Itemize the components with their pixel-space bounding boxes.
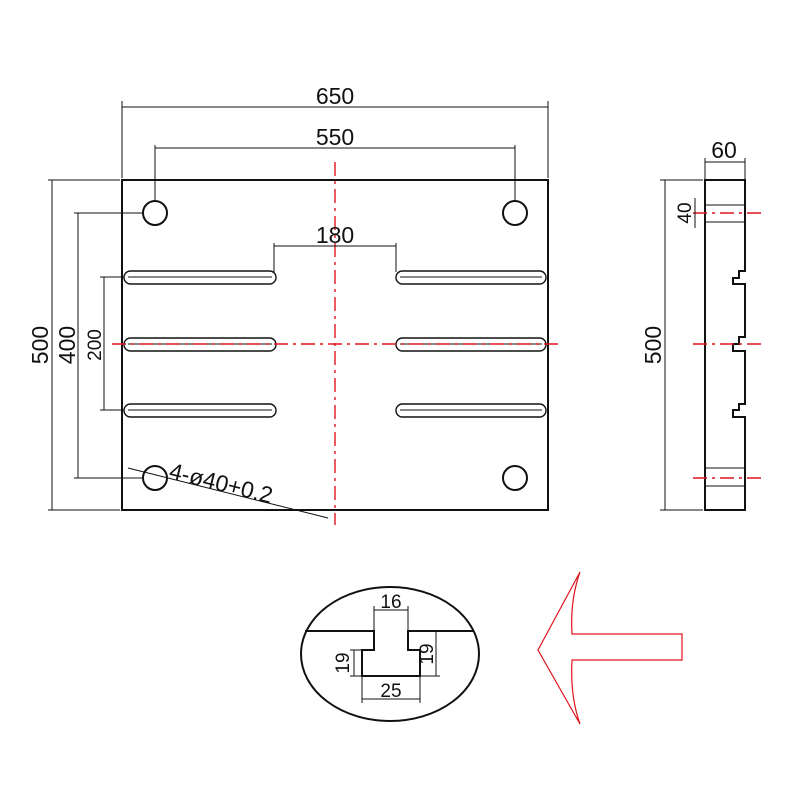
offset-label: 40 (675, 202, 696, 223)
detail-view: 16 19 19 25 (300, 571, 683, 725)
left-depth-label: 19 (333, 652, 354, 673)
detail-pointer-arrow (537, 571, 683, 725)
t-slot-profile (305, 630, 473, 677)
width-dimension-label: 650 (316, 83, 354, 109)
mounting-hole-top-left (142, 200, 168, 226)
mounting-hole-top-right (502, 200, 528, 226)
thickness-label: 60 (711, 137, 737, 163)
mounting-hole-bottom-right (502, 465, 528, 491)
front-view: 650 550 180 500 400 200 4-ø40+0.2 (27, 83, 560, 525)
right-depth-label: 19 (417, 643, 438, 664)
mounting-hole-bottom-left (142, 465, 168, 491)
plate-outline (121, 179, 549, 511)
side-view: 60 40 500 (640, 137, 762, 511)
detail-ellipse (300, 586, 480, 722)
slot-spacing-label: 200 (85, 329, 106, 361)
side-profile-outline (704, 179, 746, 511)
hole-spacing-label: 550 (316, 124, 354, 150)
hole-callout-leader (127, 467, 329, 519)
hole-spec-label: 4-ø40+0.2 (167, 458, 276, 509)
height-dimension-label: 500 (27, 326, 53, 364)
top-width-label: 16 (380, 592, 401, 613)
bottom-width-label: 25 (380, 681, 401, 702)
slot-gap-label: 180 (316, 222, 354, 248)
side-height-label: 500 (640, 326, 666, 364)
hole-vertical-label: 400 (54, 326, 80, 364)
